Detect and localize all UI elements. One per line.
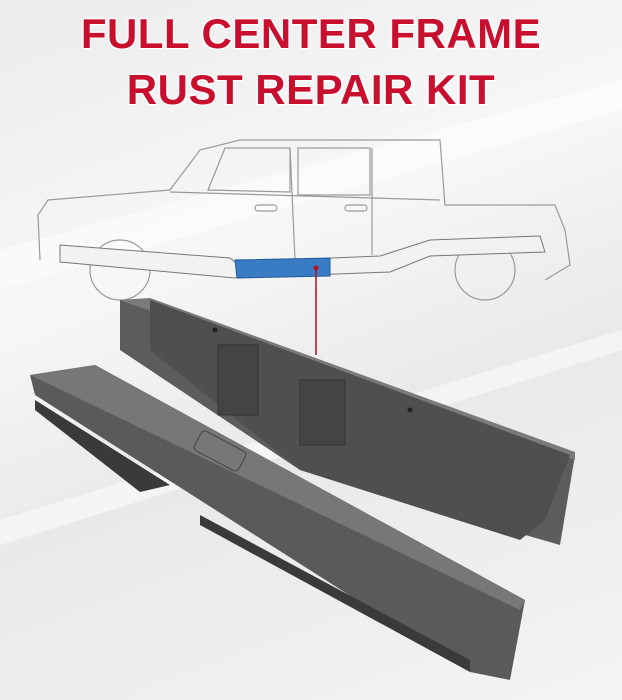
highlighted-center-section bbox=[234, 257, 331, 279]
title-line-2: RUST REPAIR KIT bbox=[126, 66, 496, 113]
upper-frame-section bbox=[120, 298, 575, 545]
lower-frame-section bbox=[30, 365, 525, 680]
title-line-1: FULL CENTER FRAME bbox=[80, 10, 542, 57]
frame-rail bbox=[59, 235, 546, 279]
